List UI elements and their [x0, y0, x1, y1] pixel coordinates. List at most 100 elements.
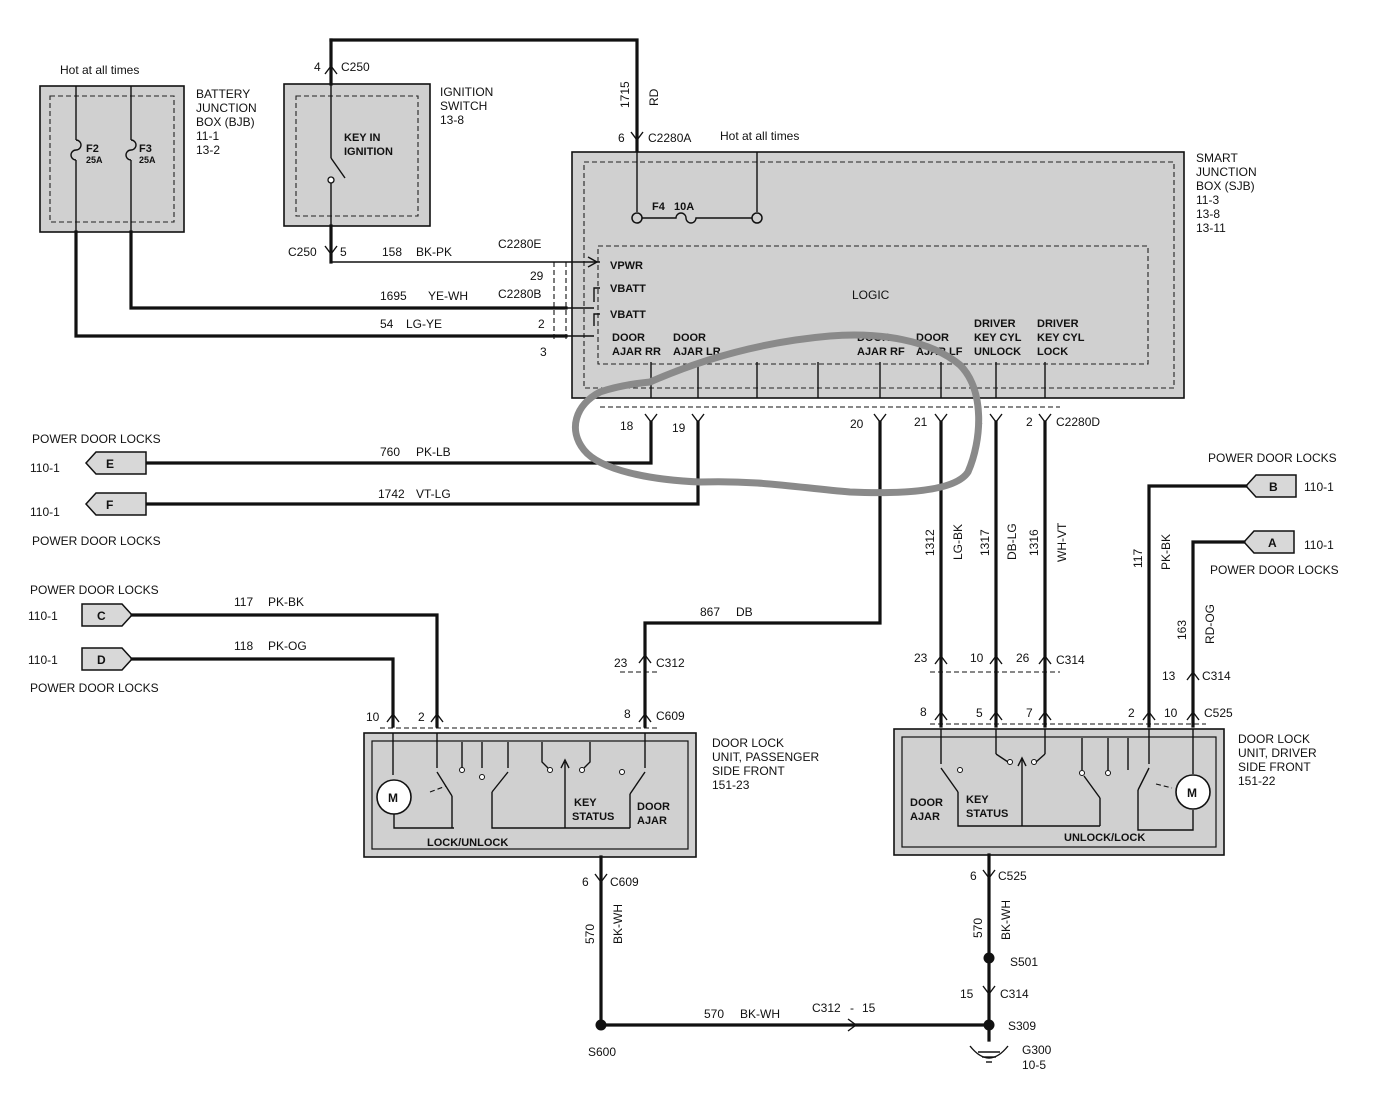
wire-1316-number: 1316 — [1027, 529, 1041, 556]
wire-158-number: 158 — [382, 245, 402, 259]
connector-f-ref: 110-1 — [30, 505, 60, 519]
drv-ground-pin: 6 — [970, 869, 977, 883]
connector-f: 110-1 F POWER DOOR LOCKS — [30, 492, 161, 548]
connector-c-letter: C — [97, 609, 106, 623]
c2280d-pin-2: 2 — [1026, 415, 1033, 429]
wire-54-number: 54 — [380, 317, 394, 331]
pass-ground-conn: C609 — [610, 875, 639, 889]
ground-c312-pin: 15 — [862, 1001, 876, 1015]
drv-c525-pin-2: 2 — [1128, 706, 1135, 720]
c2280d-pin-20: 20 — [850, 417, 864, 431]
wire-1715-color: RD — [647, 88, 661, 106]
wire-158: 158 BK-PK — [331, 245, 600, 268]
ign-name-1: IGNITION — [440, 85, 493, 99]
pass-name-3: SIDE FRONT — [712, 764, 785, 778]
sjb-name-1: SMART — [1196, 151, 1238, 165]
connector-d-letter: D — [97, 653, 106, 667]
ign-switch-label-2: IGNITION — [344, 146, 393, 158]
ground-c312-dash: - — [850, 1001, 854, 1015]
ign-name-2: SWITCH — [440, 99, 487, 113]
drv-c314b-label: C314 — [1202, 669, 1231, 683]
sjb-out-unlock-3: UNLOCK — [974, 346, 1021, 358]
wire-163-color: RD-OG — [1203, 604, 1217, 644]
ground-g300-ref: 10-5 — [1022, 1058, 1046, 1072]
c2280d-label: C2280D — [1056, 415, 1100, 429]
ground-c314-pin: 15 — [960, 987, 974, 1001]
connector-e-letter: E — [106, 457, 114, 471]
sjb-out-ajar-rf-2: AJAR RF — [857, 346, 905, 358]
connector-b: POWER DOOR LOCKS B 110-1 — [1208, 451, 1337, 498]
wire-54: 54 LG-YE — [74, 230, 594, 338]
sjb-out-unlock-1: DRIVER — [974, 318, 1016, 330]
bjb-name-3: BOX (BJB) — [196, 115, 255, 129]
connector-f-tag — [84, 492, 147, 516]
sjb-out-ajar-lf-1: DOOR — [916, 332, 949, 344]
wire-117-driver: 117 PK-BK — [1131, 484, 1248, 728]
fuse-f4-rating: 10A — [674, 201, 694, 213]
wire-1695-number: 1695 — [380, 289, 407, 303]
sjb-input-vbatt-2: VBATT — [610, 309, 646, 321]
sjb-name-2: JUNCTION — [1196, 165, 1257, 179]
wire-1715-number: 1715 — [618, 81, 632, 108]
c2280d-pin-19: 19 — [672, 421, 686, 435]
ign-conn-c250-top: C250 — [341, 60, 370, 74]
drv-ground-conn: C525 — [998, 869, 1027, 883]
wire-117a-color: PK-BK — [268, 595, 304, 609]
wire-1316-color: WH-VT — [1055, 522, 1069, 562]
sjb-output-pins: 18 19 20 21 3 2 C2280D — [620, 413, 1100, 435]
wire-163-number: 163 — [1175, 620, 1189, 640]
connector-b-tag — [1244, 474, 1297, 498]
ground-g300-label: G300 — [1022, 1043, 1052, 1057]
drv-c525-pin-5: 5 — [976, 706, 983, 720]
wire-570b-color: BK-WH — [999, 900, 1013, 940]
wire-1312-number: 1312 — [923, 529, 937, 556]
c2280d-pin-18: 18 — [620, 419, 634, 433]
ign-pin4-arrow-icon — [324, 64, 338, 75]
sjb-out-ajar-rr-2: AJAR RR — [612, 346, 661, 358]
sjb-input-vpwr: VPWR — [610, 260, 643, 272]
c312-arrow-icon — [847, 1018, 858, 1032]
wire-118: 118 PK-OG — [130, 639, 395, 728]
pass-pin-10: 10 — [366, 710, 380, 724]
sjb-out-lock-3: LOCK — [1037, 346, 1068, 358]
connector-e-desc: POWER DOOR LOCKS — [32, 432, 161, 446]
sjb-name-4: 11-3 — [1196, 193, 1219, 207]
c2280e-pin: 29 — [530, 269, 544, 283]
connector-a-ref: 110-1 — [1304, 538, 1334, 552]
sjb-input-vbatt-1: VBATT — [610, 283, 646, 295]
drv-key-status-2: STATUS — [966, 808, 1008, 820]
connector-a-desc: POWER DOOR LOCKS — [1210, 563, 1339, 577]
fuse-f4-icon — [642, 212, 752, 224]
driver-door-lock-unit: 23 10 26 C314 13 C314 8 5 7 2 10 C525 DO… — [893, 651, 1317, 1042]
drv-c525-pin-10: 10 — [1164, 706, 1178, 720]
drv-key-status-1: KEY — [966, 794, 989, 806]
c2280a-arrow-icon — [630, 131, 644, 142]
wire-117-passenger: 117 PK-BK — [130, 595, 439, 728]
wire-570a-number: 570 — [583, 924, 597, 944]
connector-a-tag — [1242, 530, 1295, 554]
connector-e: POWER DOOR LOCKS 110-1 E — [30, 432, 161, 475]
c2280e-label: C2280E — [498, 237, 541, 251]
bjb-name-2: JUNCTION — [196, 101, 257, 115]
pass-lock-label: LOCK/UNLOCK — [427, 837, 508, 849]
ground-c312-label: C312 — [812, 1001, 841, 1015]
wire-1317-number: 1317 — [978, 529, 992, 556]
fuse-f3-icon — [125, 139, 137, 161]
c2280b-pin-lgye: 3 — [540, 345, 547, 359]
connector-d-tag — [81, 647, 134, 671]
connector-d-desc: POWER DOOR LOCKS — [30, 681, 159, 695]
pass-pin-8: 8 — [624, 707, 631, 721]
pass-motor-label: M — [388, 791, 398, 805]
sjb-out-unlock-2: KEY CYL — [974, 332, 1022, 344]
connector-e-ref: 110-1 — [30, 461, 60, 475]
drv-c314-pin-10: 10 — [970, 651, 984, 665]
sjb-out-lock-1: DRIVER — [1037, 318, 1079, 330]
pass-key-status-2: STATUS — [572, 811, 614, 823]
sjb-left-connectors: C2280E 29 C2280B 2 3 — [498, 237, 567, 359]
battery-junction-box: Hot at all times BATTERY JUNCTION BOX (B… — [39, 63, 257, 233]
drv-motor-icon — [1175, 774, 1211, 810]
ign-pin-5: 5 — [340, 245, 347, 259]
ign-name-3: 13-8 — [440, 113, 464, 127]
connector-a-letter: A — [1268, 536, 1277, 550]
